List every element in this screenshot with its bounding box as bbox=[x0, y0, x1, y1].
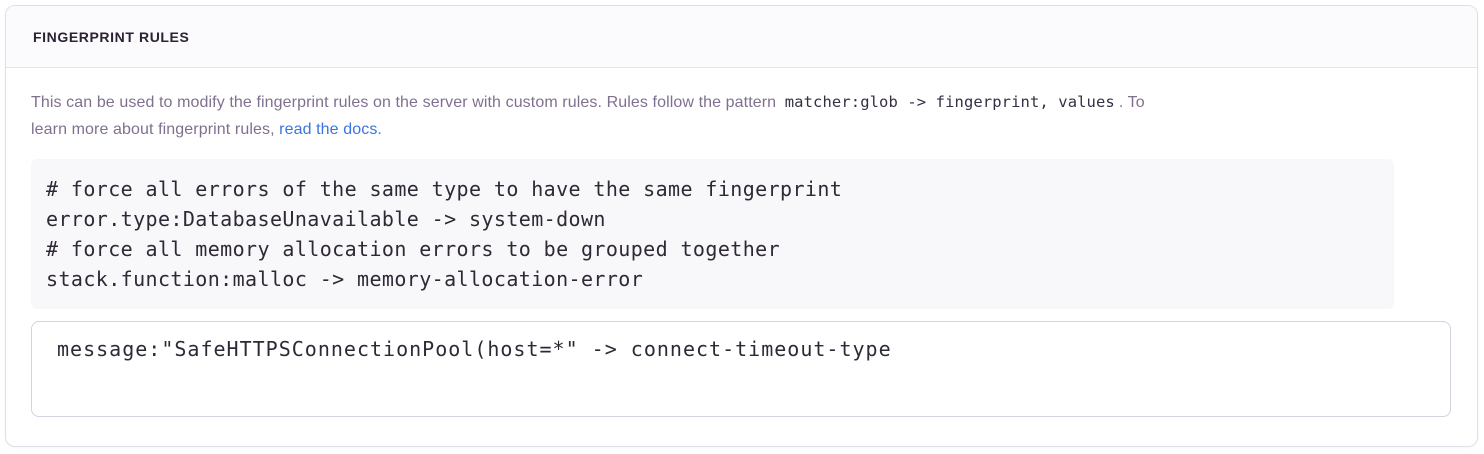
example-code-block: # force all errors of the same type to h… bbox=[31, 159, 1394, 309]
description-segment-2: . To bbox=[1118, 94, 1145, 111]
panel-title: FINGERPRINT RULES bbox=[33, 28, 190, 45]
fingerprint-rules-textarea[interactable]: message:"SafeHTTPSConnectionPool(host=*"… bbox=[31, 321, 1451, 417]
description-segment-1: This can be used to modify the fingerpri… bbox=[31, 94, 781, 111]
fingerprint-rules-panel: FINGERPRINT RULES This can be used to mo… bbox=[5, 5, 1478, 447]
panel-body: This can be used to modify the fingerpri… bbox=[6, 68, 1477, 441]
pattern-inline-code: matcher:glob -> fingerprint, values bbox=[784, 93, 1115, 111]
description-text: This can be used to modify the fingerpri… bbox=[31, 89, 1451, 143]
read-the-docs-link[interactable]: read the docs. bbox=[279, 121, 382, 138]
panel-header: FINGERPRINT RULES bbox=[6, 6, 1477, 68]
description-segment-3: learn more about fingerprint rules, bbox=[31, 121, 280, 138]
